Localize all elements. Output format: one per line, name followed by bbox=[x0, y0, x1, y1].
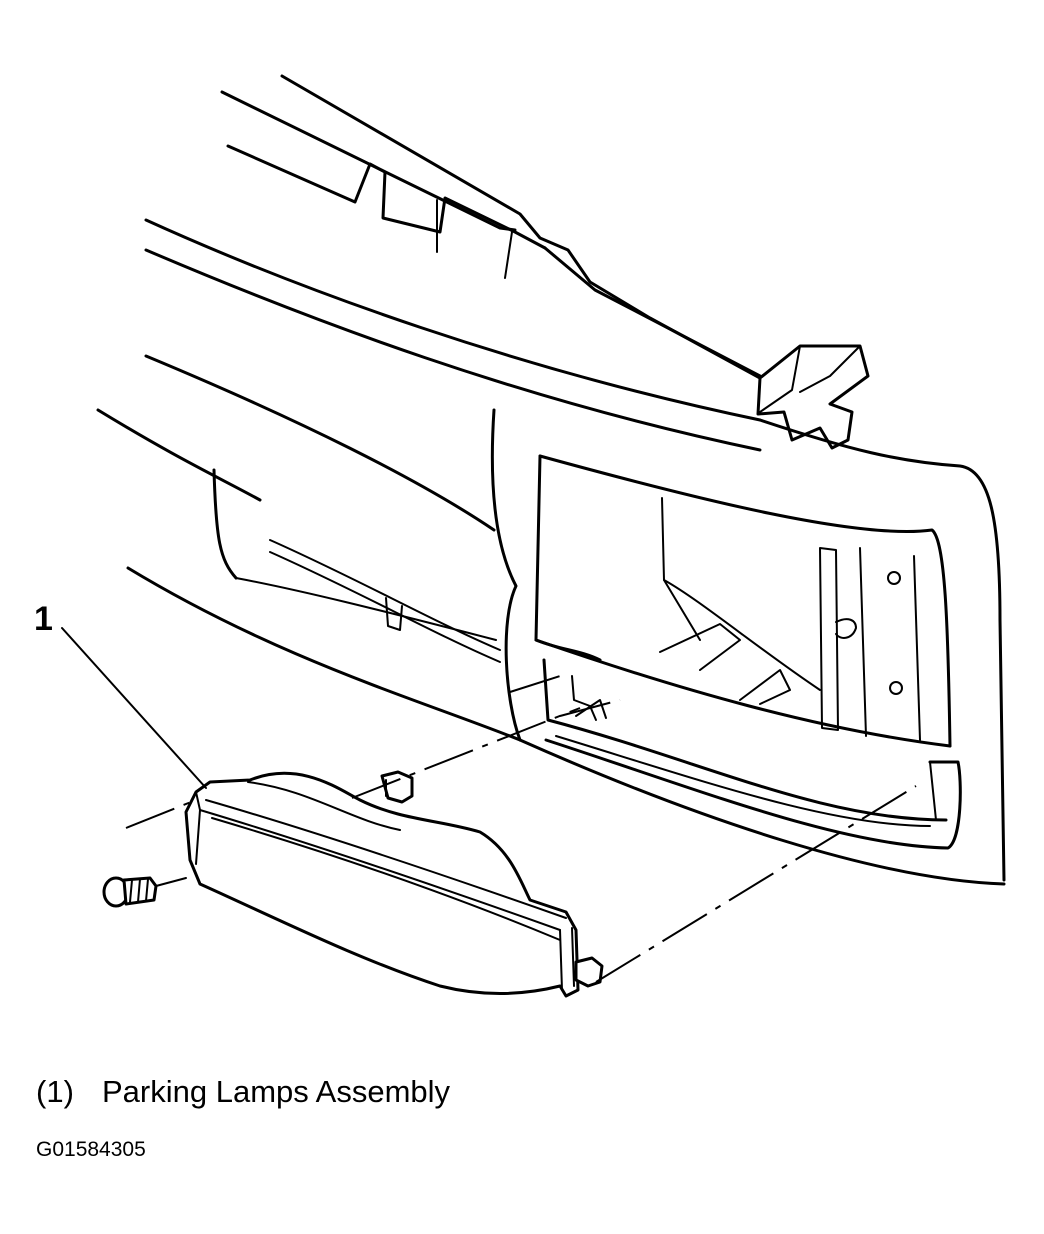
headlamp-housing bbox=[490, 408, 1006, 886]
legend-number: (1) bbox=[36, 1074, 74, 1109]
lamp-opening bbox=[542, 658, 962, 850]
hood-edge bbox=[220, 74, 762, 380]
fascia-bands bbox=[96, 218, 762, 742]
parking-lamp-assembly bbox=[184, 771, 580, 998]
clip-icon bbox=[380, 770, 414, 804]
figure-id: G01584305 bbox=[36, 1138, 146, 1161]
legend-label: Parking Lamps Assembly bbox=[102, 1074, 451, 1109]
callout-number-1: 1 bbox=[34, 600, 53, 638]
callout-leader bbox=[61, 627, 207, 789]
end-clip bbox=[574, 956, 604, 988]
mounting-bracket bbox=[756, 344, 870, 450]
legend-item: (1) Parking Lamps Assembly bbox=[36, 1074, 450, 1110]
alignment-lines bbox=[125, 675, 917, 983]
screw-icon bbox=[102, 876, 187, 908]
